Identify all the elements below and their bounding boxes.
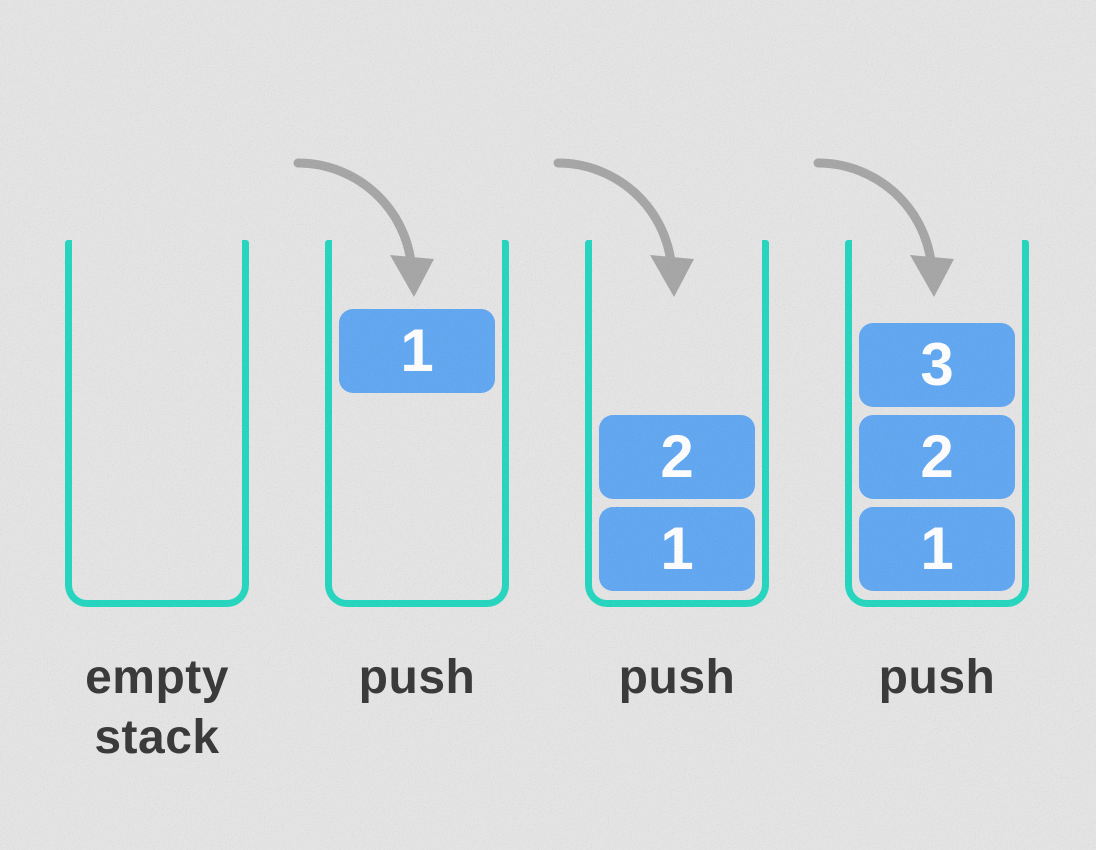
stack-block: 1 [599,507,755,591]
stack-container-2: 1 [325,240,509,607]
panel-push-1: 1 push [287,0,547,850]
stack-container-1 [65,240,249,607]
stack-block: 1 [859,507,1015,591]
panel-push-3: 3 2 1 push [807,0,1067,850]
stack-block: 1 [339,309,495,393]
stack-block: 2 [859,415,1015,499]
panel-empty-stack: empty stack [27,0,287,850]
panel-push-2: 2 1 push [547,0,807,850]
panel-label-push: push [618,651,736,704]
stack-block: 2 [599,415,755,499]
panel-label-push: push [358,651,476,704]
panel-label-empty-stack: empty stack [85,651,229,764]
panel-label-push: push [878,651,996,704]
stack-container-4: 3 2 1 [845,240,1029,607]
stack-container-3: 2 1 [585,240,769,607]
stack-block: 3 [859,323,1015,407]
